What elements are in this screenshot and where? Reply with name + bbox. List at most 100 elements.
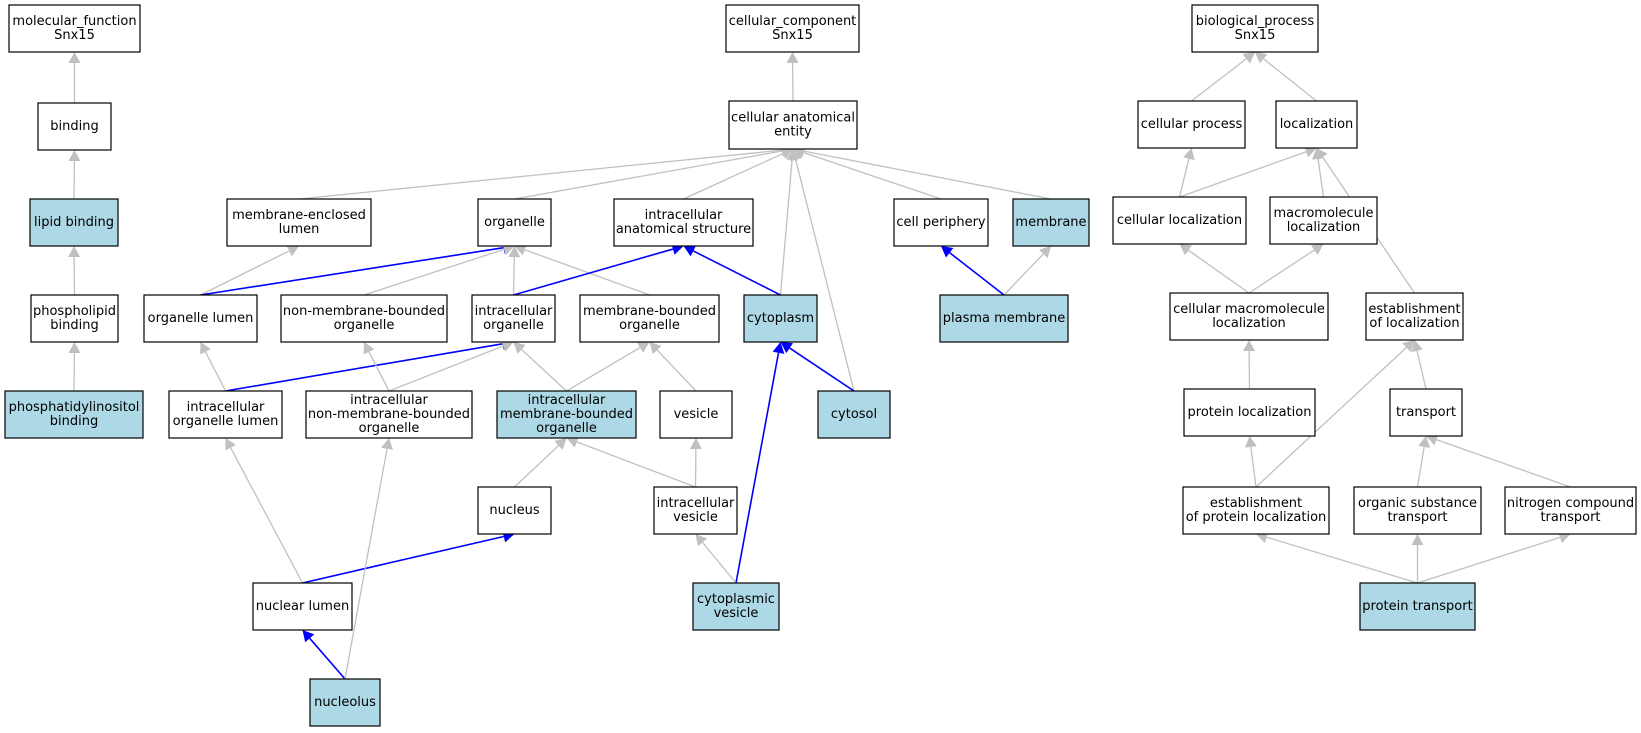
edge-arrowhead (1255, 52, 1268, 64)
node-organelle-lumen[interactable]: organelle lumen (143, 294, 258, 343)
node-inmbo[interactable]: intracellularnon-membrane-boundedorganel… (305, 390, 473, 439)
edge-protein_transport-to-nct (1417, 531, 1571, 584)
node-label-line: establishment (1210, 496, 1302, 511)
edge-arrowhead (689, 438, 702, 450)
edge-line (656, 349, 697, 392)
node-box (1359, 582, 1476, 631)
node-label-line: binding (50, 414, 98, 429)
node-cellular-process[interactable]: cellular process (1137, 100, 1246, 149)
node-box (8, 4, 141, 53)
edge-io-to-ias (513, 243, 684, 296)
node-binding[interactable]: binding (37, 102, 112, 151)
edge-arrowhead (772, 342, 785, 354)
node-label-line: membrane-bounded (500, 407, 633, 422)
node-membrane[interactable]: membrane (1012, 198, 1090, 247)
node-label-line: organelle (359, 421, 420, 436)
node-box (728, 100, 858, 150)
node-cytoplasm[interactable]: cytoplasm (743, 294, 818, 343)
node-box (613, 198, 754, 247)
node-label-line: anatomical structure (616, 222, 751, 237)
node-label-line: molecular_function (12, 14, 136, 29)
edge-arrowhead (1411, 340, 1423, 353)
edge-line (200, 246, 504, 296)
edge-line (1003, 253, 1044, 296)
node-label-line: intracellular (657, 496, 735, 511)
edge-arrowhead (302, 630, 315, 643)
edge-cytosol-to-cae (789, 149, 855, 392)
node-nucleolus[interactable]: nucleolus (309, 678, 381, 727)
edge-binding-to-mf_root (68, 52, 81, 103)
edge-organelle_lumen-to-organelle (200, 241, 515, 296)
node-label-line: lipid binding (34, 215, 114, 230)
edge-cml-to-cellular_localization (1179, 244, 1250, 294)
node-label-line: protein localization (1188, 405, 1312, 420)
node-protein-transport[interactable]: protein transport (1359, 582, 1476, 631)
node-box (280, 294, 448, 343)
edge-line (309, 637, 346, 680)
node-label-line: cytoplasm (747, 311, 814, 326)
edge-arrowhead (649, 342, 662, 355)
edge-ivesicle-to-vesicle (689, 438, 702, 488)
node-label-line: cytoplasmic (697, 592, 775, 607)
node-box (653, 486, 738, 535)
edge-arrowhead (68, 246, 81, 258)
node-box (1365, 292, 1464, 341)
edge-line (1436, 439, 1571, 488)
node-box (477, 198, 552, 247)
node-organelle[interactable]: organelle (477, 198, 552, 247)
edge-protein_localization-to-cml (1243, 340, 1256, 390)
edge-arrowhead (695, 534, 708, 547)
edge-line (1263, 58, 1317, 102)
node-label-line: phospholipid (33, 304, 116, 319)
edge-nucleolus-to-inmbo (344, 438, 393, 680)
node-cell-periphery[interactable]: cell periphery (893, 198, 989, 247)
node-label-line: organelle (619, 318, 680, 333)
node-cytosol[interactable]: cytosol (817, 390, 891, 439)
node-transport[interactable]: transport (1389, 388, 1463, 437)
node-lipid-binding[interactable]: lipid binding (29, 198, 119, 247)
node-localization[interactable]: localization (1275, 100, 1358, 149)
edge-phospholipid_binding-to-lipid_binding (68, 246, 81, 296)
node-plasma-membrane[interactable]: plasma membrane (939, 294, 1069, 343)
node-label-line: intracellular (475, 304, 553, 319)
edge-line (344, 448, 388, 680)
node-label-line: Snx15 (772, 28, 813, 43)
node-label-line: cell periphery (896, 215, 986, 230)
edge-line (363, 248, 505, 296)
edge-arrowhead (1418, 436, 1431, 448)
node-label-line: binding (50, 318, 98, 333)
node-cellular-localization[interactable]: cellular localization (1112, 196, 1247, 245)
edge-cytoplasm-to-cae (779, 149, 799, 296)
node-nucleus[interactable]: nucleus (477, 486, 552, 535)
edge-arrowhead (68, 342, 81, 354)
edge-line (803, 150, 1052, 200)
node-protein-localization[interactable]: protein localization (1183, 388, 1316, 437)
node-nuclear-lumen[interactable]: nuclear lumen (252, 582, 353, 631)
edge-plasma_membrane-to-membrane (1003, 246, 1051, 296)
edge-eopl-to-protein_localization (1244, 436, 1257, 488)
node-vesicle[interactable]: vesicle (659, 390, 733, 439)
edge-nuclear_lumen-to-iol (225, 438, 304, 584)
